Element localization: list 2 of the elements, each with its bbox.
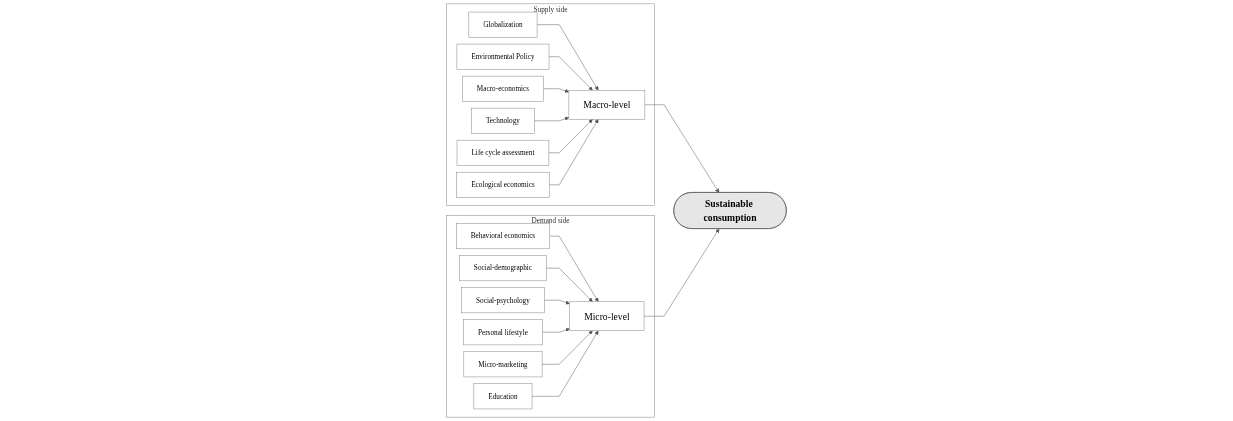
node-box: Macro-level bbox=[568, 90, 646, 120]
node-box: Micro-level bbox=[569, 301, 645, 331]
